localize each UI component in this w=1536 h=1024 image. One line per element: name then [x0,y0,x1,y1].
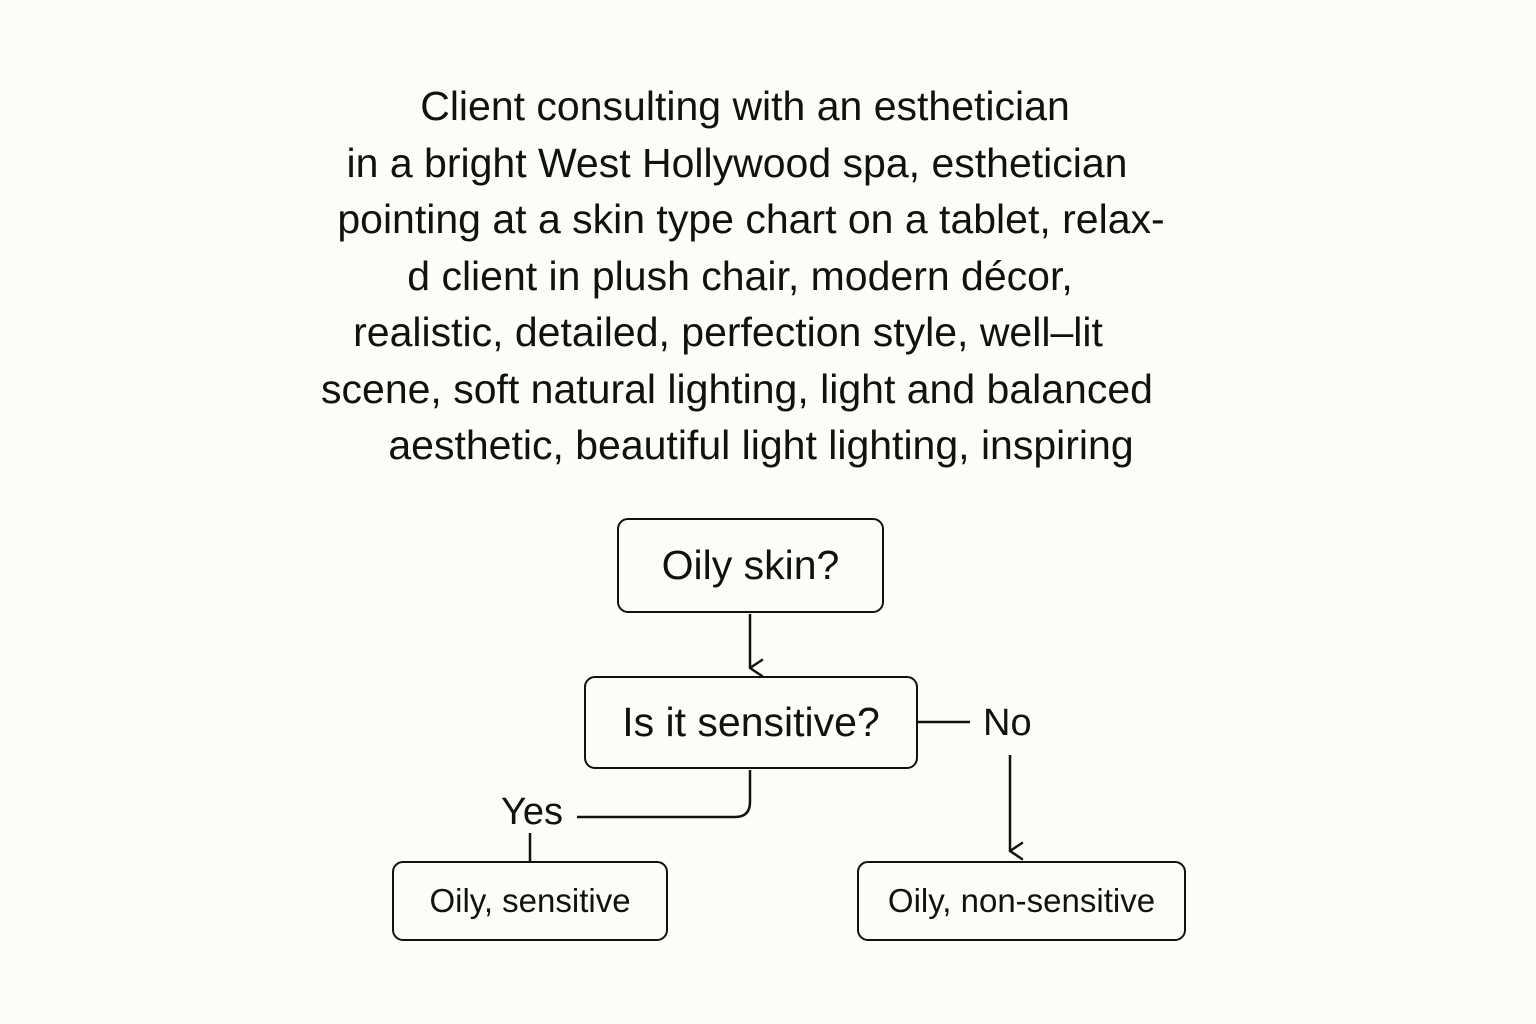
caption-line-2: in a bright West Hollywood spa, esthetic… [346,139,1128,186]
caption-line-6: scene, soft natural lighting, light and … [321,365,1153,412]
caption-line-5: realistic, detailed, perfection style, w… [353,309,1103,355]
edge-label-yes: Yes [501,791,563,833]
diagram-caption: Client consulting with an esthetician in… [0,78,1490,474]
caption-line-7: aesthetic, beautiful light lighting, ins… [388,422,1134,468]
node-oily-sensitive-label: Oily, sensitive [429,882,631,919]
caption-line-4: d client in plush chair, modern décor, [407,252,1073,299]
node-is-sensitive-label: Is it sensitive? [622,699,880,745]
edge-label-no: No [983,702,1032,744]
caption-line-3: pointing at a skin type chart on a table… [337,196,1165,242]
node-oily-skin-label: Oily skin? [661,542,840,588]
node-oily-skin: Oily skin? [617,518,884,613]
caption-line-1: Client consulting with an esthetician [420,83,1070,129]
node-oily-non-sensitive: Oily, non-sensitive [857,861,1186,941]
connector-sensitive-to-yes [577,770,752,819]
node-is-sensitive: Is it sensitive? [584,676,918,769]
node-oily-non-sensitive-label: Oily, non-sensitive [887,882,1156,919]
node-oily-sensitive: Oily, sensitive [392,861,668,941]
